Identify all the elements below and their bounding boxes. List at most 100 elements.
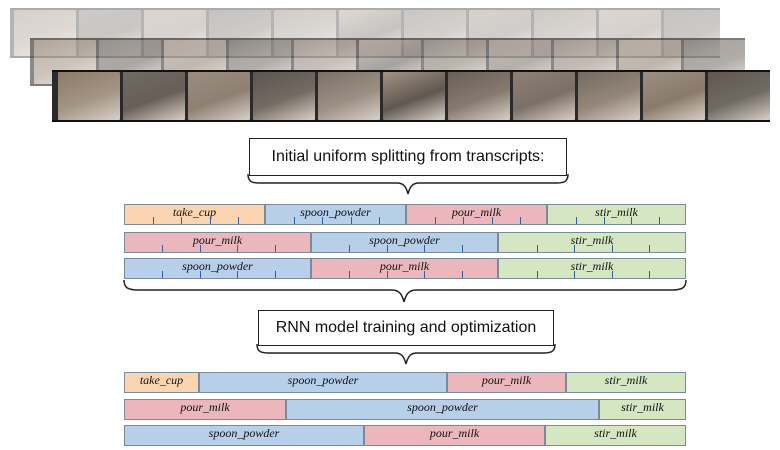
frame-tick (351, 217, 352, 224)
optimized-row-2: pour_milk spoon_powder stir_milk (124, 399, 686, 420)
segment-pour-milk: pour_milk (124, 399, 286, 420)
video-frame (318, 72, 380, 120)
frame-tick (349, 271, 350, 278)
frame-tick (424, 245, 425, 252)
frame-tick (294, 217, 295, 224)
segment-label: take_cup (139, 373, 184, 387)
frame-tick (181, 217, 182, 224)
segment-label: take_cup (172, 205, 217, 219)
frame-tick (537, 271, 538, 278)
segment-stir-milk: stir_milk (547, 204, 686, 225)
video-frame (383, 72, 445, 120)
segment-pour-milk: pour_milk (406, 204, 547, 225)
initial-splitting-callout: Initial uniform splitting from transcrip… (249, 138, 567, 176)
frame-tick (387, 245, 388, 252)
frame-tick (237, 271, 238, 278)
video-frame (708, 72, 770, 120)
segment-label: spoon_powder (208, 426, 280, 440)
frame-tick (612, 271, 613, 278)
segment-stir-milk: stir_milk (498, 232, 686, 253)
segment-label: pour_milk (429, 426, 480, 440)
segment-label: pour_milk (192, 233, 243, 247)
frame-tick (322, 217, 323, 224)
initial-row-2: pour_milk spoon_powder stir_milk (124, 232, 686, 253)
segment-spoon-powder: spoon_powder (265, 204, 406, 225)
segment-label: stir_milk (604, 373, 648, 387)
segment-label: pour_milk (481, 373, 532, 387)
initial-splitting-text: Initial uniform splitting from transcrip… (271, 148, 545, 165)
segment-label: stir_milk (570, 233, 614, 247)
video-frame (188, 72, 250, 120)
segment-take-cup: take_cup (124, 204, 265, 225)
segment-label: spoon_powder (182, 259, 253, 273)
optimized-row-3: spoon_powder pour_milk stir_milk (124, 425, 686, 446)
segment-stir-milk: stir_milk (545, 425, 686, 446)
video-frame (643, 72, 705, 120)
video-frame (578, 72, 640, 120)
frame-tick (210, 217, 211, 224)
rnn-training-text: RNN model training and optimization (275, 319, 537, 336)
frame-tick (631, 217, 632, 224)
video-frame (448, 72, 510, 120)
segment-label: stir_milk (570, 259, 614, 273)
frame-tick (153, 217, 154, 224)
frame-tick (162, 271, 163, 278)
frame-tick (604, 217, 605, 224)
initial-row-3: spoon_powder pour_milk stir_milk (124, 258, 686, 279)
optimized-row-1: take_cup spoon_powder pour_milk stir_milk (124, 372, 686, 393)
frame-tick (520, 217, 521, 224)
segment-label: pour_milk (451, 205, 502, 219)
frame-tick (379, 217, 380, 224)
segment-label: spoon_powder (300, 205, 371, 219)
segment-label: spoon_powder (287, 373, 359, 387)
video-frames-strip-3 (52, 70, 770, 122)
frame-tick (462, 271, 463, 278)
initial-row-1: take_cup spoon_powder pour_milk stir_milk (124, 204, 686, 225)
segment-pour-milk: pour_milk (447, 372, 566, 393)
video-frame (123, 72, 185, 120)
frame-tick (462, 245, 463, 252)
frame-tick (612, 245, 613, 252)
segment-pour-milk: pour_milk (364, 425, 545, 446)
segment-label: stir_milk (621, 400, 664, 414)
frame-tick (659, 217, 660, 224)
frame-tick (463, 217, 464, 224)
segment-spoon-powder: spoon_powder (124, 258, 311, 279)
rnn-training-callout: RNN model training and optimization (258, 310, 554, 346)
segment-label: pour_milk (180, 400, 230, 414)
segment-pour-milk: pour_milk (311, 258, 498, 279)
frame-tick (435, 217, 436, 224)
segment-label: stir_milk (594, 426, 637, 440)
callout-2-bracket (256, 344, 556, 365)
segment-spoon-powder: spoon_powder (286, 399, 599, 420)
segment-spoon-powder: spoon_powder (311, 232, 498, 253)
frame-tick (424, 271, 425, 278)
frame-tick (349, 245, 350, 252)
segment-label: spoon_powder (407, 400, 478, 414)
segment-stir-milk: stir_milk (498, 258, 686, 279)
video-frame (58, 72, 120, 120)
frame-tick (649, 271, 650, 278)
segment-spoon-powder: spoon_powder (124, 425, 364, 446)
video-frame (253, 72, 315, 120)
video-frame (513, 72, 575, 120)
segment-spoon-powder: spoon_powder (199, 372, 447, 393)
initial-rows-bracket (123, 280, 687, 303)
frame-tick (200, 271, 201, 278)
segment-label: pour_milk (379, 259, 430, 273)
callout-1-bracket (247, 174, 569, 195)
segment-stir-milk: stir_milk (566, 372, 686, 393)
segment-label: spoon_powder (369, 233, 440, 247)
frame-tick (576, 217, 577, 224)
frame-tick (200, 245, 201, 252)
frame-tick (649, 245, 650, 252)
frame-tick (237, 245, 238, 252)
frame-tick (275, 245, 276, 252)
segment-take-cup: take_cup (124, 372, 199, 393)
segment-label: stir_milk (595, 205, 638, 219)
frame-tick (574, 271, 575, 278)
frame-tick (162, 245, 163, 252)
frame-tick (537, 245, 538, 252)
segment-stir-milk: stir_milk (599, 399, 686, 420)
frame-tick (387, 271, 388, 278)
